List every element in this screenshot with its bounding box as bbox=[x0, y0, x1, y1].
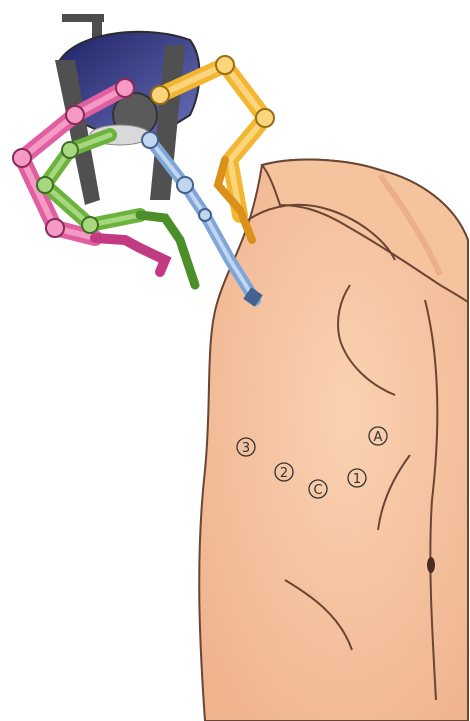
port-label-a: A bbox=[374, 430, 383, 445]
port-label-2: 2 bbox=[280, 466, 288, 481]
pink-instrument bbox=[95, 238, 165, 272]
port-label-1: 1 bbox=[353, 472, 361, 487]
port-label-3: 3 bbox=[242, 441, 250, 456]
nipple bbox=[427, 557, 435, 573]
port-label-c: C bbox=[313, 483, 322, 498]
